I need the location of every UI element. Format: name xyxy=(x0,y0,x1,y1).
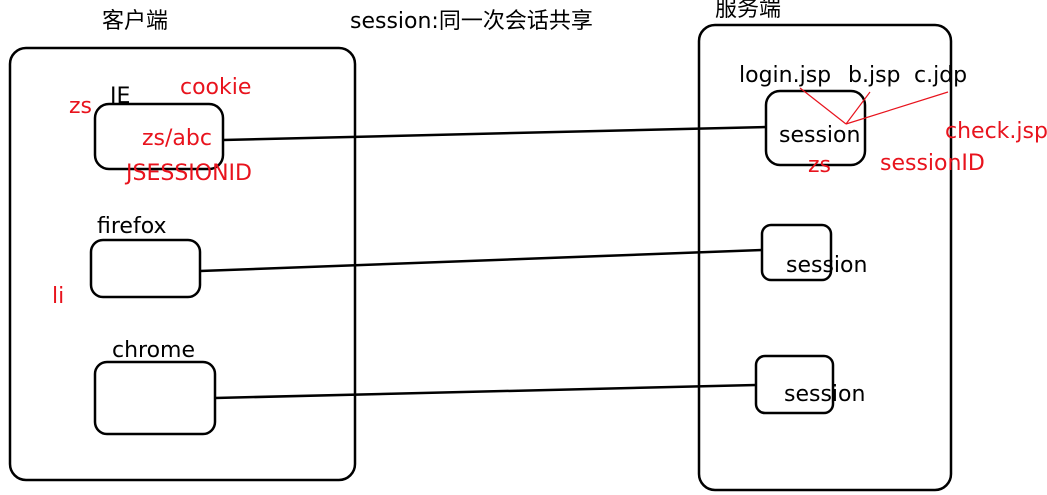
chrome-label: chrome xyxy=(112,338,195,363)
session-box-3 xyxy=(754,354,835,415)
annotation-jsessionid: JSESSIONID xyxy=(124,161,252,186)
page-login-jsp: login.jsp xyxy=(739,63,831,88)
login-to-session-arrow xyxy=(799,87,847,125)
annotation-cookie-value: zs/abc xyxy=(142,126,212,151)
diagram-title: session:同一次会话共享 xyxy=(350,9,593,34)
ie-session-connector xyxy=(222,125,767,142)
session-label-2: session xyxy=(786,253,867,278)
session-label-3: session xyxy=(784,382,865,407)
annotation-li: li xyxy=(52,284,64,309)
client-container xyxy=(8,46,357,482)
annotation-session-id: sessionID xyxy=(880,151,985,176)
ie-browser-box xyxy=(93,102,225,171)
server-container xyxy=(697,23,953,492)
page-c-jdp: c.jdp xyxy=(914,63,967,88)
annotation-zs-left: zs xyxy=(69,94,92,119)
firefox-session-connector xyxy=(199,248,763,273)
c-to-session-arrow xyxy=(845,91,949,125)
annotation-cookie: cookie xyxy=(180,75,251,100)
b-to-session-arrow xyxy=(845,91,871,125)
session-label-1: session xyxy=(779,123,860,148)
page-b-jsp: b.jsp xyxy=(848,63,901,88)
firefox-browser-box xyxy=(89,238,202,299)
client-label: 客户端 xyxy=(102,9,168,34)
chrome-session-connector xyxy=(214,383,757,400)
firefox-label: firefox xyxy=(97,214,167,239)
chrome-browser-box xyxy=(93,360,217,436)
server-label: 服务端 xyxy=(715,0,781,22)
session-box-2 xyxy=(760,223,833,282)
annotation-session-zs: zs xyxy=(808,153,831,178)
annotation-check-jsp: check.jsp xyxy=(945,119,1047,144)
